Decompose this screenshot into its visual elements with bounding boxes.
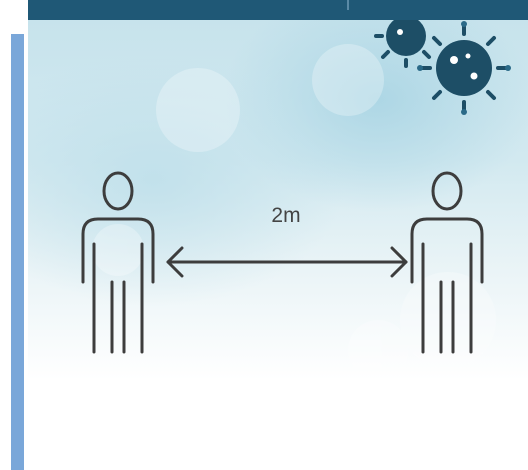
virus-icon [376, 20, 511, 115]
illustration-canvas: 2m [28, 20, 528, 420]
left-accent-stripe [11, 34, 24, 470]
social-distancing-illustration: 2m [28, 20, 528, 420]
top-bar-divider [347, 0, 349, 10]
top-bar [28, 0, 528, 20]
double-arrow-icon [168, 248, 406, 276]
distance-label: 2m [271, 204, 300, 227]
